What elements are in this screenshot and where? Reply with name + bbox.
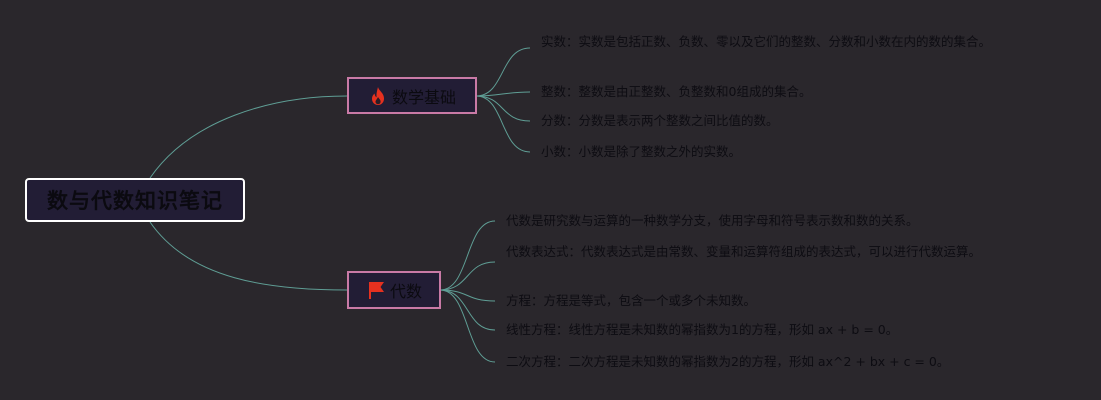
- connector-b2-leaf-1: [439, 220, 496, 291]
- leaf-quadratic-equation: 二次方程：二次方程是未知数的幂指数为2的方程，形如 ax^2 + bx + c …: [506, 354, 950, 369]
- leaf-linear-equation: 线性方程：线性方程是未知数的幂指数为1的方程，形如 ax + b = 0。: [506, 322, 899, 337]
- connector-b1-leaf-1: [475, 47, 531, 97]
- fire-icon: [368, 86, 388, 106]
- leaf-integers: 整数：整数是由正整数、负整数和0组成的集合。: [541, 84, 812, 99]
- connector-b1-leaf-3: [475, 95, 531, 122]
- root-label: 数与代数知识笔记: [47, 189, 223, 213]
- leaf-real-numbers: 实数：实数是包括正数、负数、零以及它们的整数、分数和小数在内的数的集合。: [541, 34, 992, 49]
- leaf-decimals: 小数：小数是除了整数之外的实数。: [541, 144, 742, 159]
- connector-b2-leaf-3: [439, 289, 496, 302]
- connector-root-branch-1: [149, 95, 348, 179]
- leaf-fractions: 分数：分数是表示两个整数之间比值的数。: [541, 113, 779, 128]
- leaf-algebra-definition: 代数是研究数与运算的一种数学分支，使用字母和符号表示数和数的关系。: [506, 213, 919, 228]
- branch-label-algebra: 代数: [389, 282, 422, 301]
- branch-node-math-basics[interactable]: 数学基础: [347, 77, 477, 114]
- connector-b2-leaf-2: [439, 261, 496, 291]
- connector-b1-leaf-4: [475, 95, 531, 153]
- leaf-equation: 方程：方程是等式，包含一个或多个未知数。: [506, 293, 757, 308]
- leaf-algebraic-expression: 代数表达式：代数表达式是由常数、变量和运算符组成的表达式，可以进行代数运算。: [506, 244, 982, 259]
- connector-b2-leaf-5: [439, 289, 496, 363]
- root-node[interactable]: 数与代数知识笔记: [25, 178, 245, 222]
- connector-root-branch-2: [149, 221, 348, 291]
- branch-node-algebra[interactable]: 代数: [347, 271, 441, 309]
- connector-b2-leaf-4: [439, 289, 496, 331]
- branch-label-math-basics: 数学基础: [391, 87, 456, 107]
- flag-icon: [366, 280, 386, 300]
